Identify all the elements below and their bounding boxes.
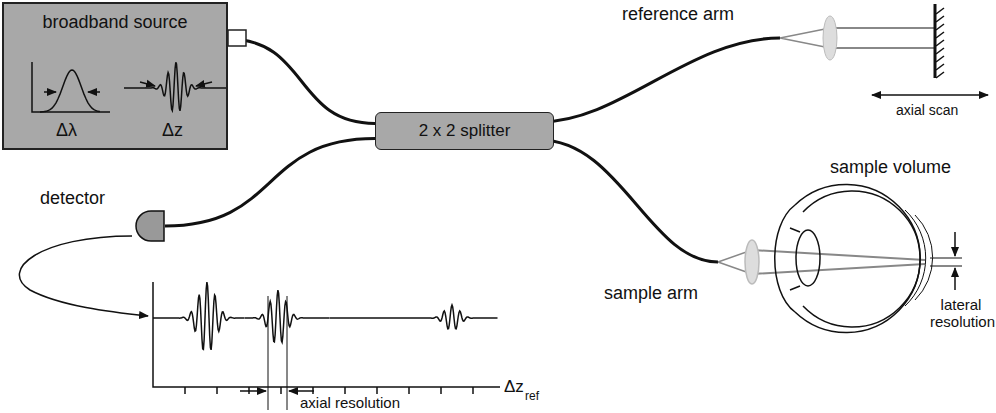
fiber-port [228,30,246,46]
resolution-label: axial resolution [300,394,400,411]
box-title: broadband source [4,12,226,33]
source-box: broadband sourceΔλ Δz [2,2,228,150]
scan-label: axial scan [896,102,958,118]
arm-label: sample arm [604,283,698,304]
spectrum-plot [32,62,110,112]
arm-label: reference arm [622,4,734,25]
axis-label: Δz [504,377,524,397]
optical-fiber [165,139,375,226]
eye-illustration [718,184,962,332]
box-label: 2 x 2 splitter [376,121,553,141]
optical-fiber [228,39,375,123]
detector-label: detector [40,188,105,209]
coherence-length-symbol: Δz [162,120,183,141]
axis-subscript: ref [525,390,539,404]
detector: detector [40,188,165,243]
signal-arrow [19,236,148,316]
reference-fiber [540,38,780,122]
resolution-label: lateral resolution [930,296,992,331]
reference-optics [780,4,988,95]
sample-fiber [540,140,718,262]
detector-symbol [135,210,165,242]
bandwidth-symbol: Δλ [56,120,77,141]
coherence-packet [124,62,228,111]
region-label: sample volume [830,157,951,178]
source-fill [2,2,228,150]
splitter-box: 2 x 2 splitter [375,112,554,150]
interferogram-plot [153,282,500,410]
